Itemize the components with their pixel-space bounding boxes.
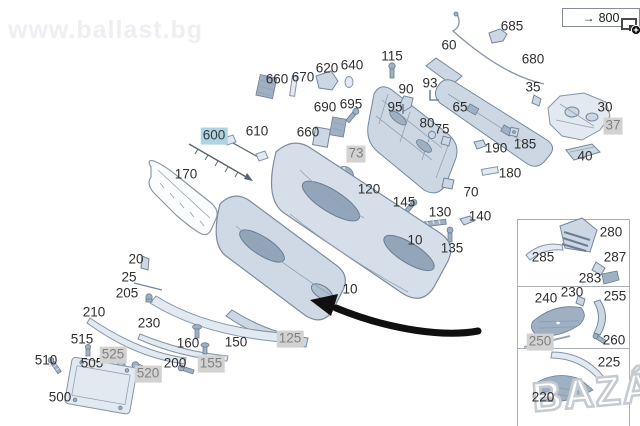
part-label-10[interactable]: 10: [342, 281, 358, 297]
part-label-205[interactable]: 205: [115, 285, 139, 301]
part-label-500[interactable]: 500: [48, 389, 72, 405]
part-label-140[interactable]: 140: [468, 208, 492, 224]
part-label-130[interactable]: 130: [428, 204, 452, 220]
part-label-37[interactable]: 37: [603, 117, 623, 135]
part-label-145[interactable]: 145: [392, 194, 416, 210]
part-label-690[interactable]: 690: [313, 99, 337, 115]
part-label-260[interactable]: 260: [602, 332, 626, 348]
part-label-510[interactable]: 510: [34, 352, 58, 368]
part-label-20[interactable]: 20: [128, 251, 144, 267]
part-label-90[interactable]: 90: [398, 81, 414, 97]
group-800-link[interactable]: → 800: [562, 8, 640, 36]
part-label-93[interactable]: 93: [422, 75, 438, 91]
part-label-190[interactable]: 190: [484, 140, 508, 156]
part-label-225[interactable]: 225: [597, 354, 621, 370]
part-label-75[interactable]: 75: [434, 121, 450, 137]
part-label-685[interactable]: 685: [500, 18, 524, 34]
part-label-695[interactable]: 695: [339, 96, 363, 112]
part-label-30[interactable]: 30: [597, 99, 613, 115]
part-label-40[interactable]: 40: [577, 148, 593, 164]
part-label-70[interactable]: 70: [463, 184, 479, 200]
part-label-185[interactable]: 185: [513, 136, 537, 152]
part-label-125[interactable]: 125: [276, 330, 304, 348]
part-label-660[interactable]: 660: [296, 124, 320, 140]
part-label-610[interactable]: 610: [245, 123, 269, 139]
part-label-525[interactable]: 525: [99, 346, 127, 364]
part-label-240[interactable]: 240: [534, 290, 558, 306]
part-label-65[interactable]: 65: [452, 99, 468, 115]
group-800-label: 800: [598, 10, 620, 25]
part-label-620[interactable]: 620: [315, 60, 339, 76]
part-label-515[interactable]: 515: [70, 331, 94, 347]
part-label-680[interactable]: 680: [521, 51, 545, 67]
part-label-180[interactable]: 180: [498, 165, 522, 181]
part-label-120[interactable]: 120: [357, 181, 381, 197]
part-label-670[interactable]: 670: [291, 69, 315, 85]
part-label-230[interactable]: 230: [137, 315, 161, 331]
part-label-10[interactable]: 10: [407, 232, 423, 248]
part-label-287[interactable]: 287: [603, 249, 627, 265]
open-detail-group-icon: [621, 18, 640, 36]
part-label-155[interactable]: 155: [197, 355, 225, 373]
part-label-170[interactable]: 170: [174, 166, 198, 182]
panel-divider: [518, 286, 629, 287]
part-label-60[interactable]: 60: [441, 37, 457, 53]
part-label-280[interactable]: 280: [599, 224, 623, 240]
part-label-200[interactable]: 200: [163, 355, 187, 371]
part-label-160[interactable]: 160: [176, 335, 200, 351]
part-label-255[interactable]: 255: [603, 288, 627, 304]
panel-divider: [518, 348, 629, 349]
ballast-watermark: www.ballast.bg: [8, 16, 204, 44]
part-label-285[interactable]: 285: [531, 249, 555, 265]
part-label-35[interactable]: 35: [525, 79, 541, 95]
part-label-150[interactable]: 150: [224, 334, 248, 350]
part-label-520[interactable]: 520: [134, 365, 162, 383]
part-label-640[interactable]: 640: [340, 57, 364, 73]
part-label-250[interactable]: 250: [526, 333, 554, 351]
part-label-73[interactable]: 73: [346, 145, 366, 163]
part-label-660[interactable]: 660: [265, 71, 289, 87]
part-label-220[interactable]: 220: [531, 389, 555, 405]
arrow-right-icon: →: [582, 10, 595, 25]
part-label-600[interactable]: 600: [200, 127, 228, 145]
part-label-25[interactable]: 25: [121, 269, 137, 285]
part-label-95[interactable]: 95: [387, 99, 403, 115]
part-label-115[interactable]: 115: [381, 48, 403, 64]
part-label-230[interactable]: 230: [560, 284, 584, 300]
part-label-210[interactable]: 210: [82, 304, 106, 320]
part-label-135[interactable]: 135: [440, 240, 464, 256]
